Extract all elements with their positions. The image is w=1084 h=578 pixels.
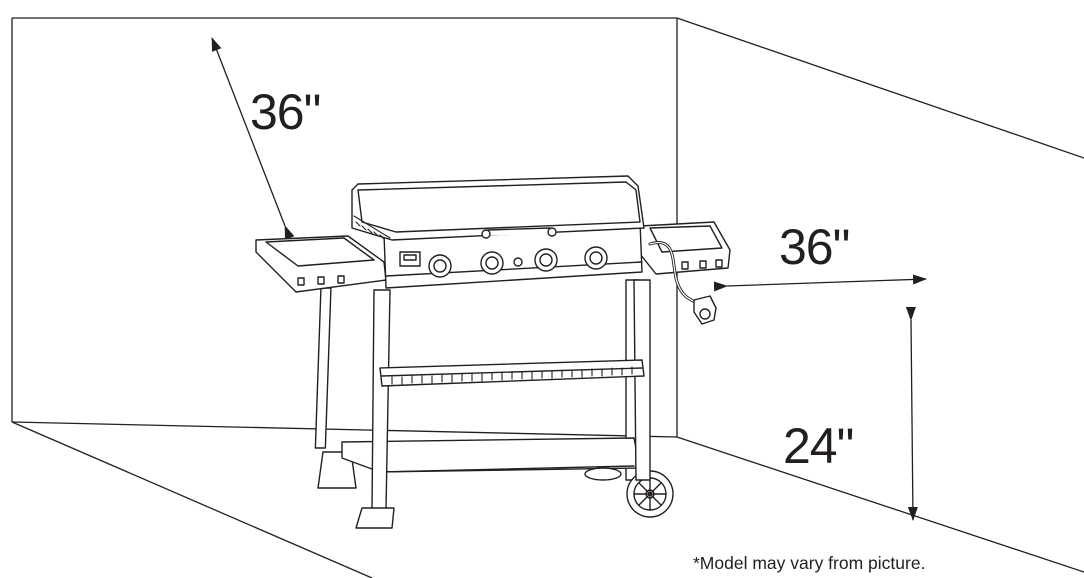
- grill-lid: [352, 176, 644, 240]
- grill-left-side-shelf: [256, 236, 386, 292]
- height-clearance-arrow: [911, 320, 913, 520]
- model-disclaimer-note: *Model may vary from picture.: [693, 553, 925, 574]
- grill-illustration: [256, 176, 730, 528]
- side-clearance-arrow: [727, 279, 926, 286]
- back-clearance-label: 36": [250, 87, 320, 137]
- grill-right-side-shelf: [640, 222, 730, 274]
- back-wall-floor-edge: [12, 422, 677, 437]
- side-wall-top-edge: [677, 18, 1084, 158]
- side-wall-floor-edge: [677, 437, 1084, 572]
- grill-middle-shelf: [380, 360, 644, 386]
- height-clearance-label: 24": [783, 421, 853, 471]
- room-outline: [12, 18, 1084, 578]
- grill-front-legs: [356, 280, 650, 528]
- side-clearance-label: 36": [779, 222, 849, 272]
